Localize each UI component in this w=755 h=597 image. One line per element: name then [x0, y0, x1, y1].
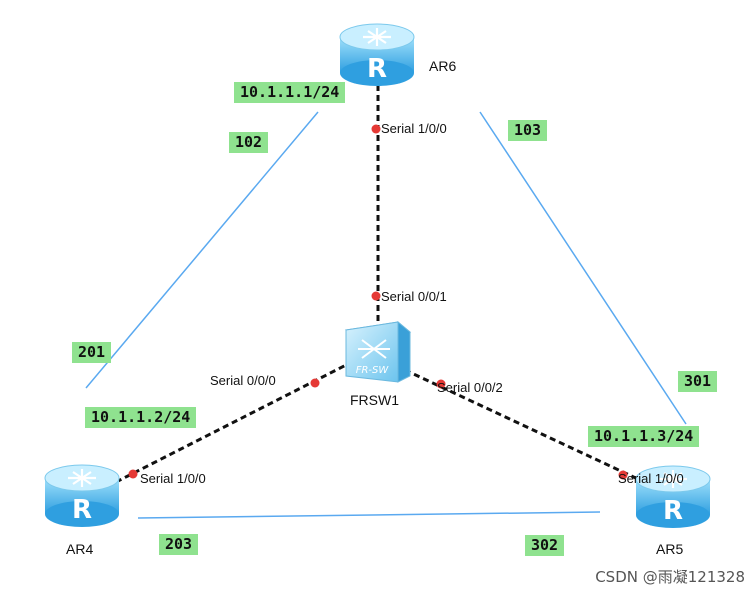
- dlci-label-301: 301: [678, 371, 718, 392]
- pvc-line-ar6-ar4: [85, 111, 319, 389]
- frame-relay-switch-icon[interactable]: FR-SW: [344, 320, 412, 383]
- router-icon[interactable]: R: [635, 465, 711, 528]
- serial-dot-ar6: [371, 124, 381, 134]
- pvc-line-ar4-ar5: [137, 511, 601, 519]
- router-icon[interactable]: R: [339, 23, 415, 86]
- ip-label-ar5: 10.1.1.3/24: [588, 426, 700, 447]
- port-label-ar6-serial: Serial 1/0/0: [381, 121, 447, 136]
- switch-icon-text: FR-SW: [356, 365, 390, 376]
- dlci-label-103: 103: [508, 120, 548, 141]
- port-label-frsw1-s001: Serial 0/0/1: [381, 289, 447, 304]
- port-label-ar4-serial: Serial 1/0/0: [140, 471, 206, 486]
- dlci-label-302: 302: [525, 535, 565, 556]
- dlci-label-102: 102: [229, 132, 269, 153]
- port-label-frsw1-s000: Serial 0/0/0: [210, 373, 276, 388]
- ip-label-ar4: 10.1.1.2/24: [85, 407, 197, 428]
- pvc-line-ar6-ar5: [479, 111, 687, 425]
- serial-dot-frsw1-s001: [371, 291, 381, 301]
- ip-label-ar6: 10.1.1.1/24: [234, 82, 346, 103]
- dlci-label-201: 201: [72, 342, 112, 363]
- router-letter: R: [367, 54, 387, 84]
- serial-link-ar5-frsw1[interactable]: [404, 368, 641, 482]
- device-name-ar4: AR4: [66, 541, 94, 557]
- port-label-ar5-serial: Serial 1/0/0: [618, 471, 684, 486]
- device-name-frsw1: FRSW1: [350, 392, 399, 408]
- serial-dot-frsw1-s002: [436, 379, 446, 389]
- device-name-ar5: AR5: [656, 541, 684, 557]
- serial-dot-frsw1-s000: [310, 378, 320, 388]
- device-name-ar6: AR6: [429, 58, 457, 74]
- router-letter: R: [663, 496, 683, 526]
- port-label-frsw1-s002: Serial 0/0/2: [437, 380, 503, 395]
- router-letter: R: [72, 495, 92, 525]
- serial-dot-ar4: [128, 469, 138, 479]
- watermark: CSDN @雨凝121328: [595, 568, 745, 586]
- serial-dot-ar5: [618, 470, 628, 480]
- router-icon[interactable]: R: [44, 464, 120, 527]
- dlci-label-203: 203: [159, 534, 199, 555]
